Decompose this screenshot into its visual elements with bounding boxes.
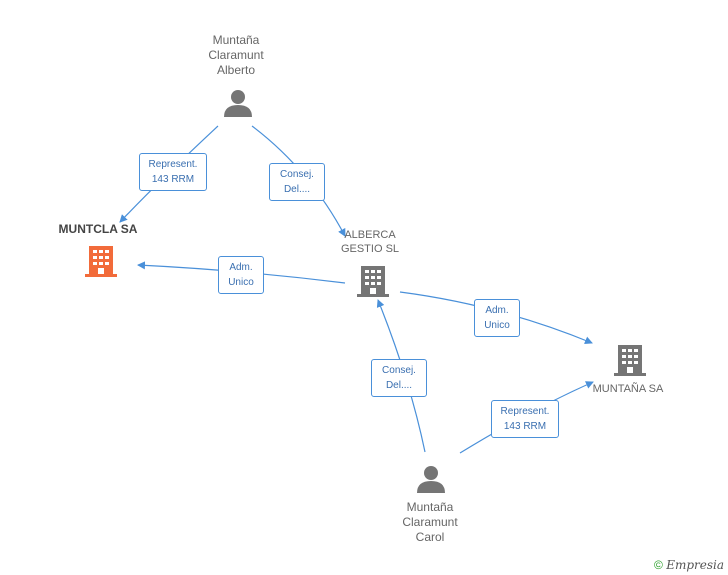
edge-label-represent: Represent. 143 RRM [491, 400, 559, 438]
company-label-muntana: MUNTAÑA SA [592, 383, 664, 395]
person-icon[interactable] [223, 88, 253, 118]
copyright-symbol: © [654, 558, 663, 572]
building-icon[interactable] [357, 264, 389, 298]
person-label-alberto: Muntaña Claramunt Alberto [208, 33, 264, 77]
edge-label-consej: Consej. Del.... [371, 359, 427, 397]
edge-label-adm-unico: Adm. Unico [474, 299, 520, 337]
edge-label-represent: Represent. 143 RRM [139, 153, 207, 191]
building-icon[interactable] [614, 343, 646, 377]
person-label-carol: Muntaña Claramunt Carol [402, 500, 458, 544]
person-icon[interactable] [416, 464, 446, 494]
footer-brand[interactable]: © Empresia [654, 558, 724, 572]
company-label-muntcla: MUNTCLA SA [58, 222, 138, 236]
brand-name: Empresia [666, 558, 724, 572]
company-label-alberca: ALBERCA GESTIO SL [340, 229, 400, 255]
edge-label-consej: Consej. Del.... [269, 163, 325, 201]
edge-label-adm-unico: Adm. Unico [218, 256, 264, 294]
building-icon[interactable] [85, 244, 117, 278]
